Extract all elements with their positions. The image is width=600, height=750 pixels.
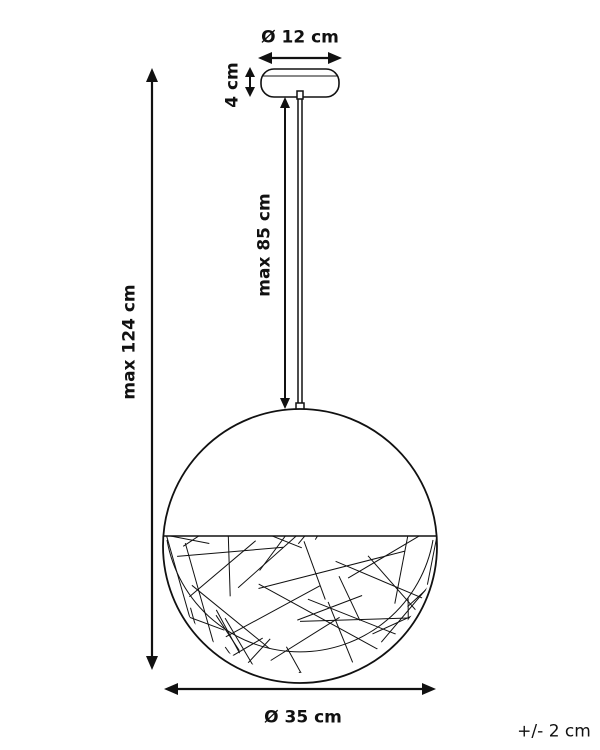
pattern-stroke: [285, 646, 361, 673]
canopy-height-arrow: [245, 67, 255, 97]
pattern-stroke: [380, 557, 437, 643]
pattern-stroke: [237, 536, 334, 589]
canopy-width-arrow: [258, 52, 342, 64]
pattern-stroke: [347, 536, 437, 579]
globe-shade: [137, 408, 544, 684]
shade-width-arrow: [164, 683, 436, 695]
total-height-arrow: [146, 68, 158, 670]
pattern-stroke: [163, 631, 196, 656]
pattern-stroke: [163, 644, 196, 666]
canopy-diameter-label: Ø 12 cm: [261, 27, 339, 48]
tolerance-label: +/- 2 cm: [517, 721, 591, 742]
pattern-stroke: [184, 542, 219, 661]
pattern-stroke: [198, 536, 302, 549]
pattern-stroke: [259, 536, 341, 571]
pattern-stroke: [335, 560, 437, 605]
pattern-stroke: [176, 647, 193, 673]
pattern-stroke: [163, 536, 210, 544]
pattern-stroke: [426, 536, 437, 585]
pattern-stroke: [424, 607, 437, 657]
pattern-stroke: [299, 617, 417, 622]
pattern-stroke: [338, 575, 361, 621]
pattern-stroke: [303, 541, 326, 600]
pattern-stroke: [163, 544, 167, 618]
pattern-stroke: [258, 583, 391, 657]
pattern-stroke: [189, 540, 257, 598]
pattern-stroke: [270, 616, 340, 661]
cord-length-label: max 85 cm: [254, 193, 275, 297]
pattern-stroke: [437, 578, 544, 634]
pattern-stroke: [215, 614, 240, 651]
pattern-stroke: [394, 536, 409, 604]
canopy-height-label: 4 cm: [222, 62, 243, 108]
pattern-stroke: [327, 601, 368, 673]
shade-diameter-label: Ø 35 cm: [264, 707, 342, 728]
pattern-stroke: [191, 584, 270, 649]
pattern-stroke: [177, 546, 284, 557]
pattern-stroke: [258, 550, 406, 589]
suspension-rod: [295, 90, 305, 413]
ceiling-canopy: [260, 68, 340, 98]
pattern-stroke: [407, 630, 437, 645]
total-height-label: max 124 cm: [119, 284, 140, 400]
pattern-stroke: [224, 617, 256, 669]
pattern-stroke: [407, 536, 437, 607]
pattern-stroke: [225, 585, 321, 638]
pattern-stroke: [227, 536, 231, 597]
pattern-stroke: [367, 555, 437, 656]
pattern-stroke: [182, 536, 248, 547]
pattern-stroke: [137, 500, 162, 590]
cord-length-arrow: [280, 97, 290, 409]
pattern-stroke: [163, 576, 225, 631]
